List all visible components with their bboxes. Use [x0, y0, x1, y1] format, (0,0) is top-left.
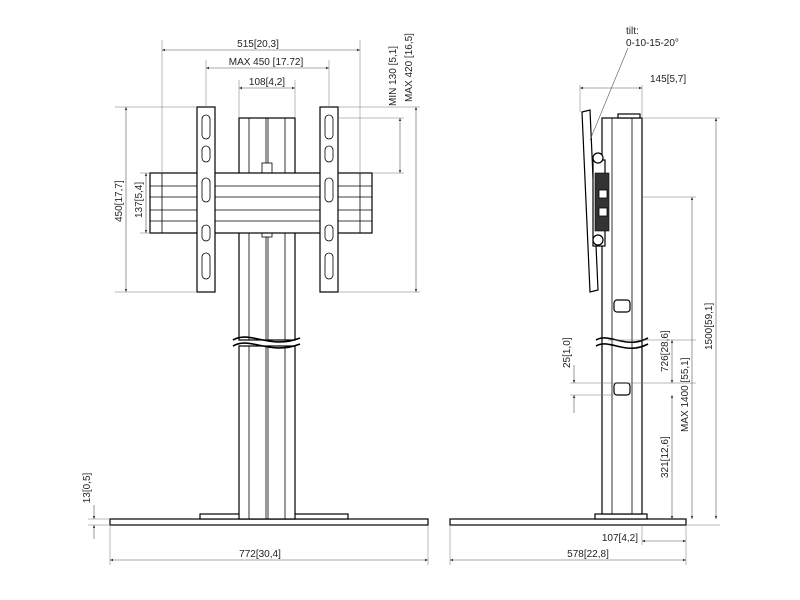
side-view: tilt: 0-10-15-20° 145[5,7] 1500[59,1] MA…: [449, 26, 720, 565]
dim-108-label: 108[4,2]: [249, 77, 285, 88]
dim-107-label: 107[4,2]: [602, 533, 638, 544]
dim-145-label: 145[5,7]: [650, 74, 686, 85]
side-tilt-bracket: [581, 109, 610, 293]
dim-13-label: 13[0,5]: [82, 472, 93, 503]
dim-450-label: 450[17,7]: [114, 180, 125, 222]
side-base-plate: [449, 518, 687, 526]
front-bracket-right: [319, 106, 339, 293]
side-clamp-lower: [613, 382, 631, 396]
dim-1500-label: 1500[59,1]: [704, 303, 715, 351]
dim-726-label: 726[28,6]: [660, 330, 671, 372]
dim-515-label: 515[20,3]: [237, 39, 279, 50]
dim-max450-label: MAX 450 [17.72]: [229, 57, 304, 68]
dim-25-label: 25[1,0]: [562, 337, 573, 368]
front-rail: [149, 172, 373, 234]
dim-578-label: 578[22,8]: [567, 549, 609, 560]
tilt-leader: [589, 47, 629, 141]
front-base-plate: [109, 518, 429, 526]
tilt-values: 0-10-15-20°: [626, 38, 679, 49]
side-clamp-upper: [613, 299, 631, 313]
tilt-label: tilt:: [626, 26, 639, 37]
dim-137-label: 137[5,4]: [134, 182, 145, 218]
side-base-foot: [594, 513, 648, 520]
dim-max420-label: MAX 420 [16,5]: [404, 33, 415, 102]
front-view: 515[20,3] MAX 450 [17.72] 108[4,2] MIN 1…: [82, 33, 429, 565]
dim-max1400-label: MAX 1400 [55,1]: [680, 357, 691, 432]
dim-min130-label: MIN 130 [5,1]: [388, 46, 399, 106]
dim-321-label: 321[12,6]: [660, 436, 671, 478]
front-bracket-left: [196, 106, 216, 293]
dim-772-label: 772[30,4]: [239, 549, 281, 560]
